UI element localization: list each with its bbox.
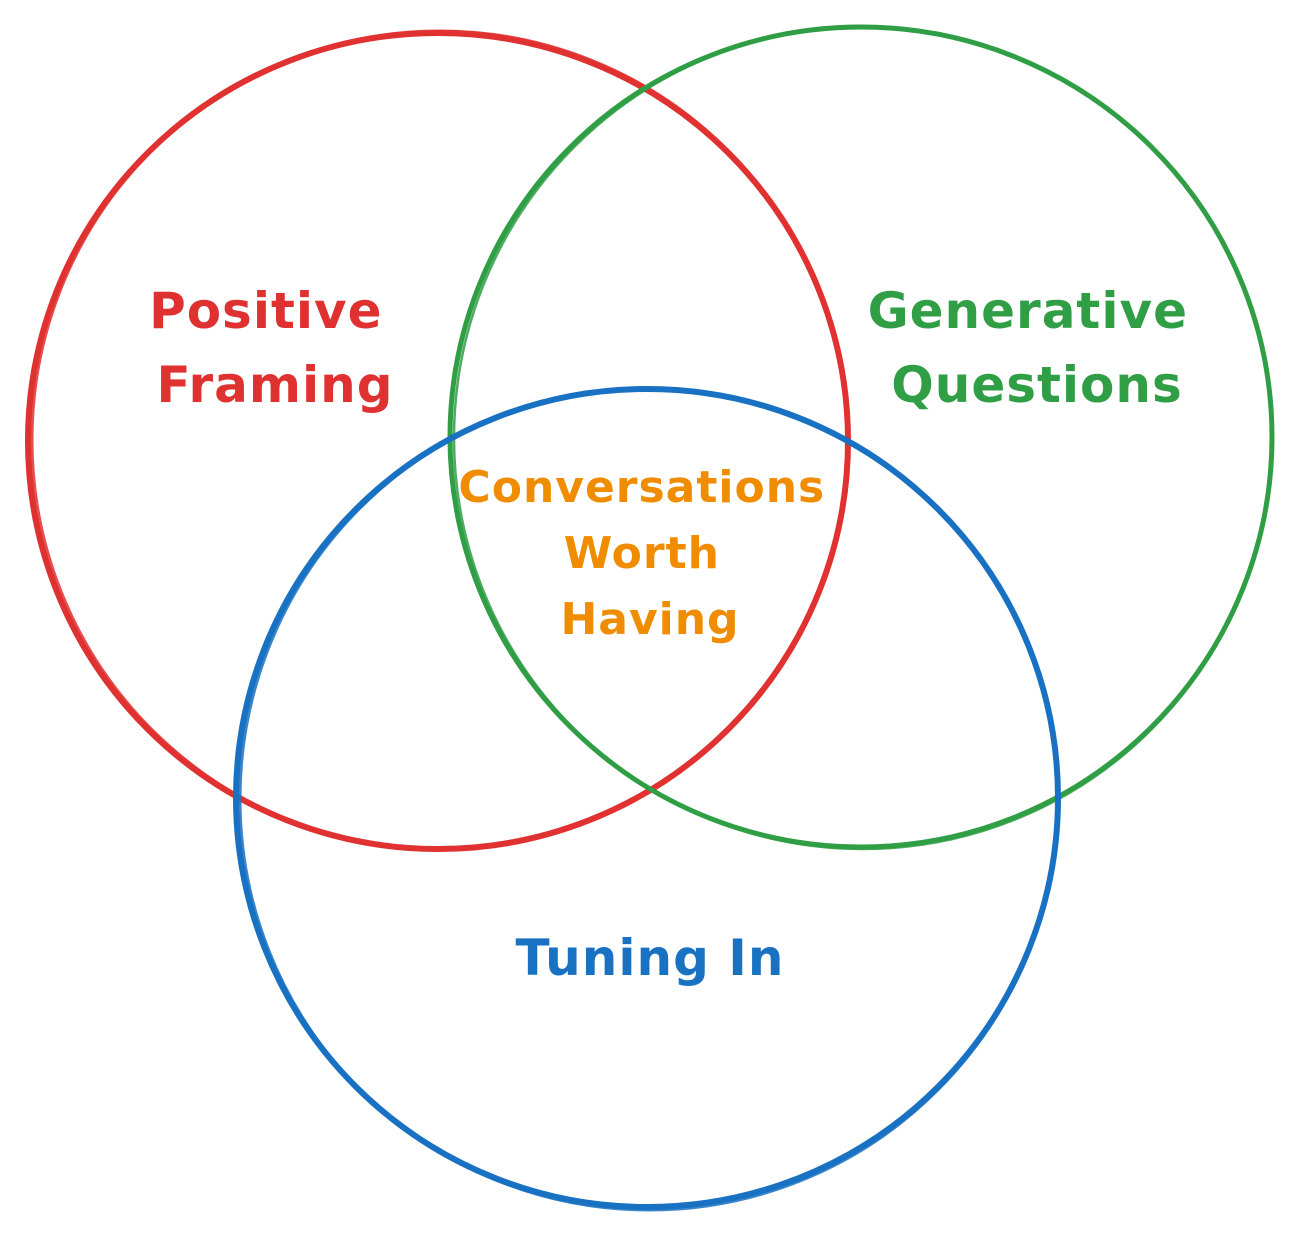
label-generative-questions: Generative Questions [868,282,1207,414]
circle-generative-questions [447,24,1275,851]
circle-tuning-in-stroke-2 [238,386,1060,1212]
circle-generative-questions-stroke [447,24,1275,850]
label-generative-questions-line-2: Questions [891,356,1183,414]
label-conversations-worth-having: Conversations Worth Having [458,462,841,645]
label-positive-framing-line-1: Positive [149,282,382,340]
label-positive-framing: Positive Framing [149,282,401,414]
circle-positive-framing [25,29,851,852]
label-conversations-worth-having-line-1: Conversations [458,462,825,513]
label-tuning-in: Tuning In [516,929,785,987]
label-positive-framing-line-2: Framing [157,356,394,414]
label-conversations-worth-having-line-3: Having [560,594,739,645]
label-tuning-in-line-1: Tuning In [516,929,785,987]
circle-tuning-in [233,386,1061,1212]
label-generative-questions-line-1: Generative [868,282,1188,340]
label-conversations-worth-having-line-2: Worth [564,528,720,579]
